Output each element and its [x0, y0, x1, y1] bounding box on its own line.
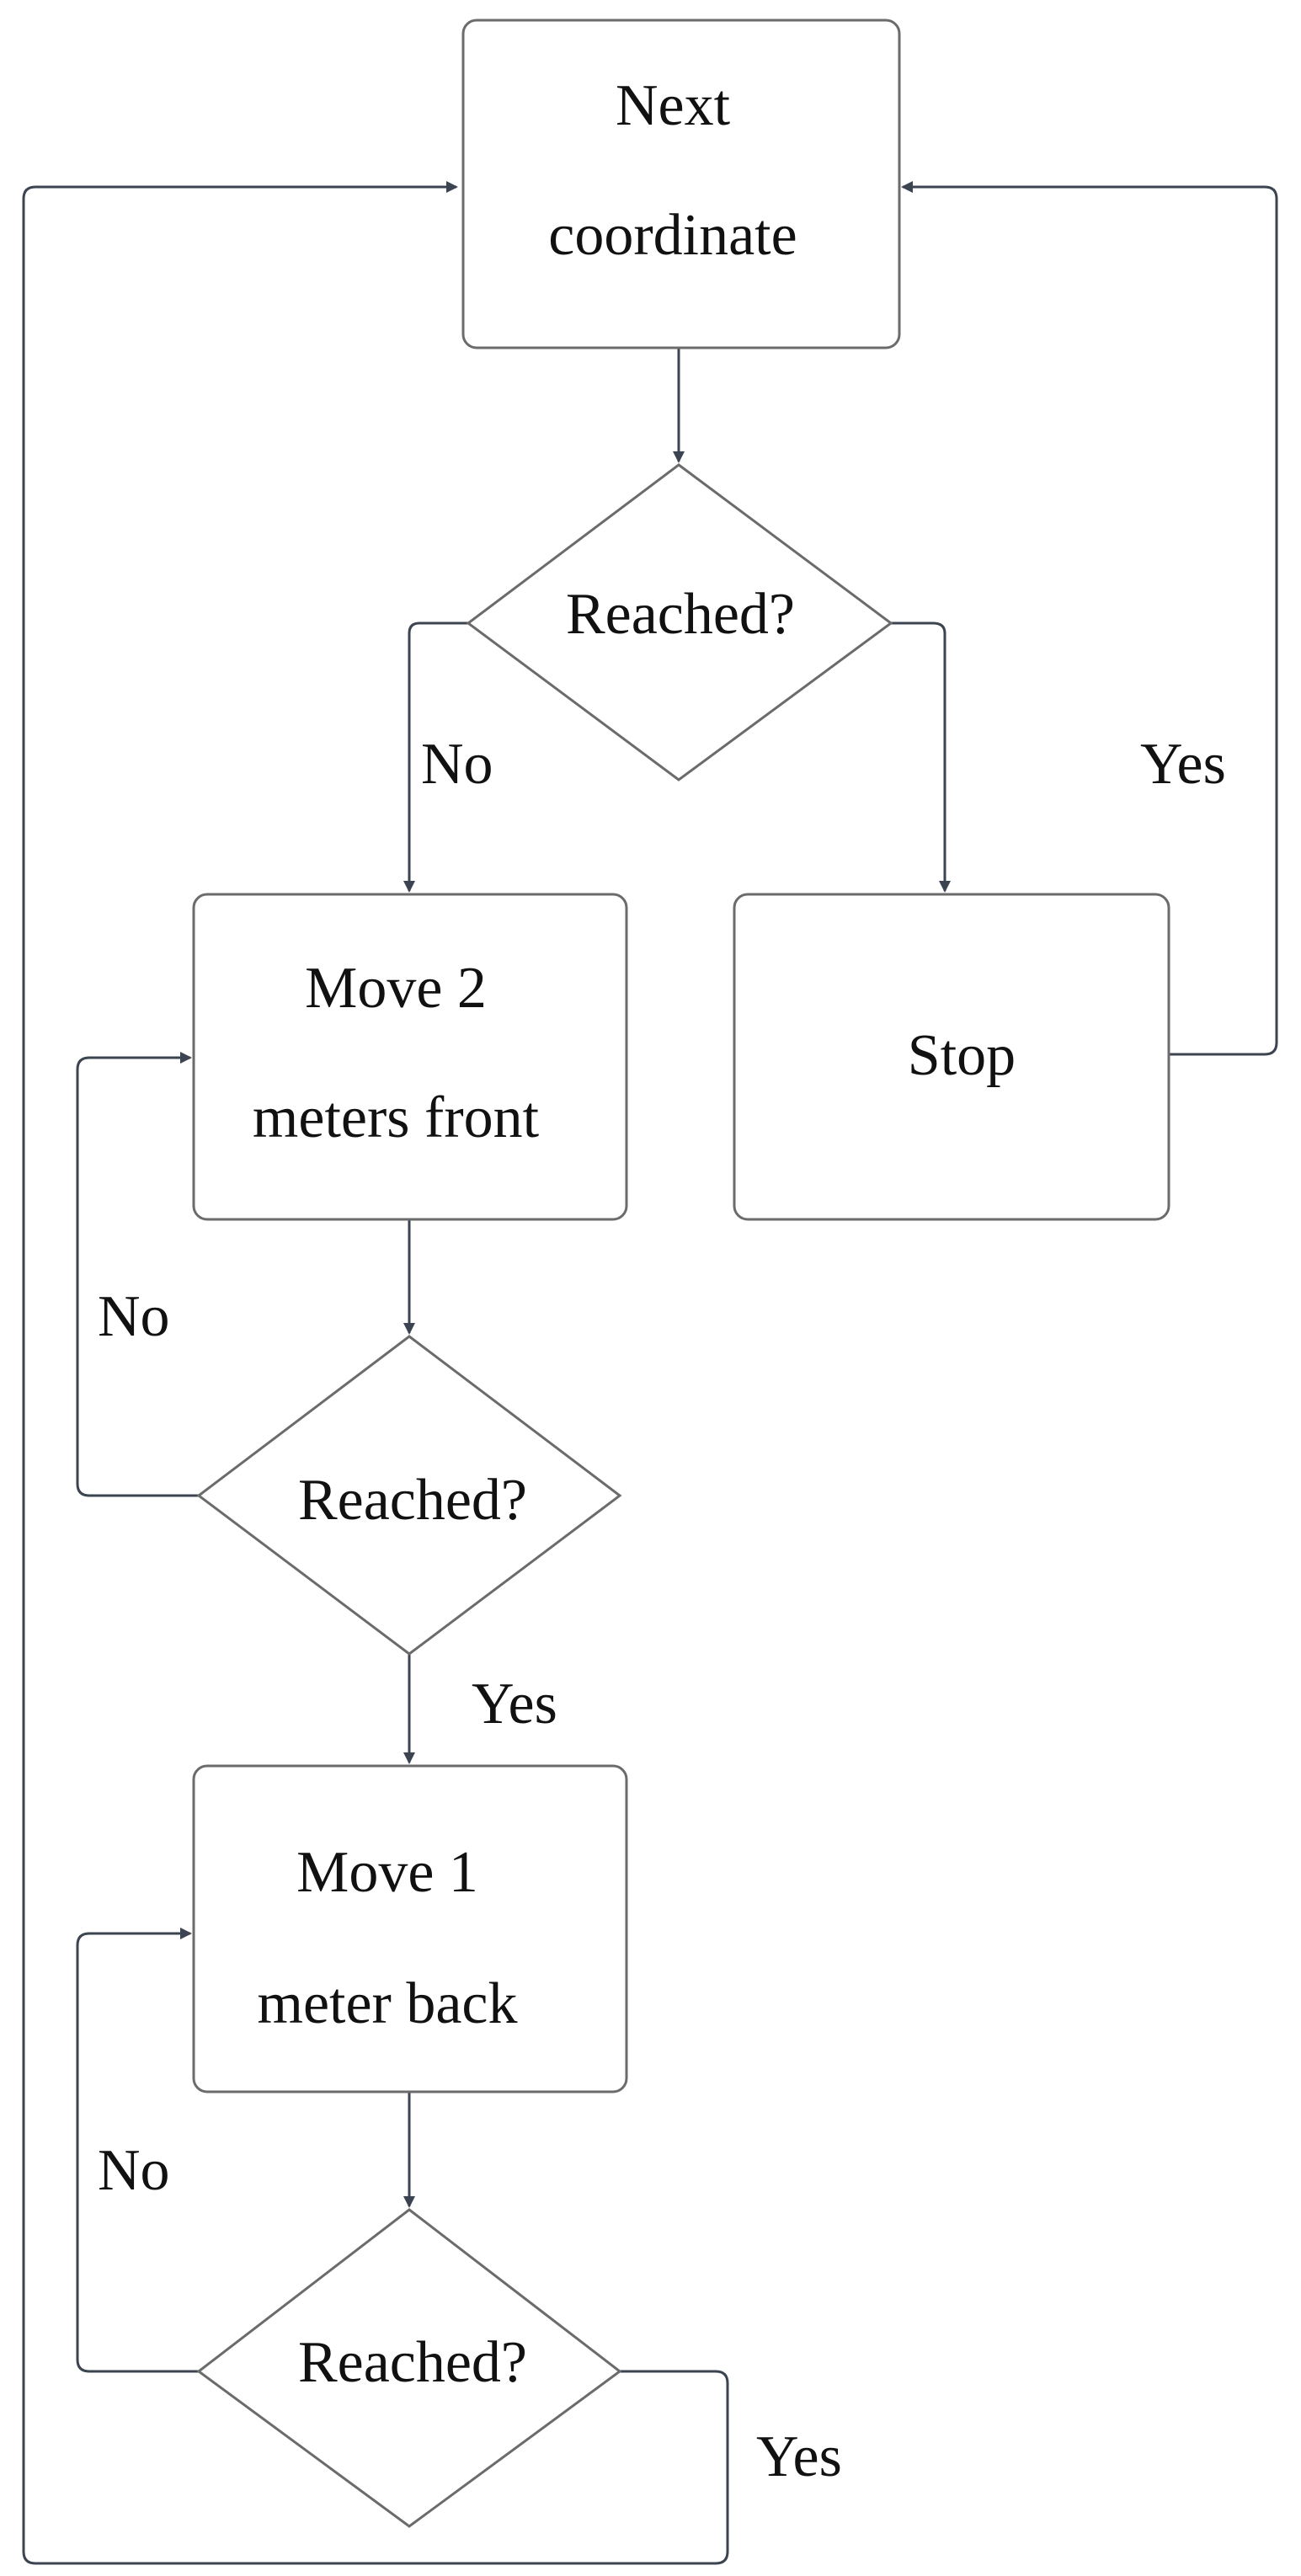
decision-3-diamond	[196, 2208, 622, 2528]
move-front-label-line1: Move 2	[305, 956, 487, 1021]
move-back-label-line2: meter back	[258, 1971, 518, 2036]
decision-3-no-label: No	[98, 2138, 170, 2203]
decision-1-no-label: No	[421, 732, 493, 797]
edge-decision3-yes	[22, 181, 729, 2565]
edge-decision1-no	[403, 621, 468, 893]
decision-2-label: Reached?	[298, 1468, 527, 1533]
decision-2-yes-label: Yes	[472, 1672, 557, 1736]
decision-2-no-label: No	[98, 1284, 170, 1349]
edge-decision1-yes	[891, 621, 951, 893]
move-front-label-line2: meters front	[253, 1085, 540, 1150]
next-coordinate-label-line1: Next	[616, 73, 731, 138]
decision-3-yes-label: Yes	[756, 2424, 842, 2489]
decision-2-diamond	[196, 1335, 622, 1656]
decision-1-label: Reached?	[566, 582, 795, 647]
move-back-label-line1: Move 1	[296, 1840, 478, 1905]
stop-box	[733, 893, 1170, 1221]
next-coordinate-box	[461, 19, 901, 349]
decision-1-yes-label: Yes	[1140, 732, 1226, 797]
decision-1-diamond	[466, 463, 893, 781]
next-coordinate-label-line2: coordinate	[548, 203, 797, 268]
edge-decision2-no	[76, 1052, 199, 1497]
edge-stop-to-next	[901, 181, 1278, 1056]
edge-decision3-no	[76, 1928, 199, 2373]
move-back-box	[192, 1764, 628, 2093]
decision-3-label: Reached?	[298, 2330, 527, 2395]
stop-label: Stop	[908, 1023, 1016, 1088]
move-front-box	[192, 893, 628, 1221]
